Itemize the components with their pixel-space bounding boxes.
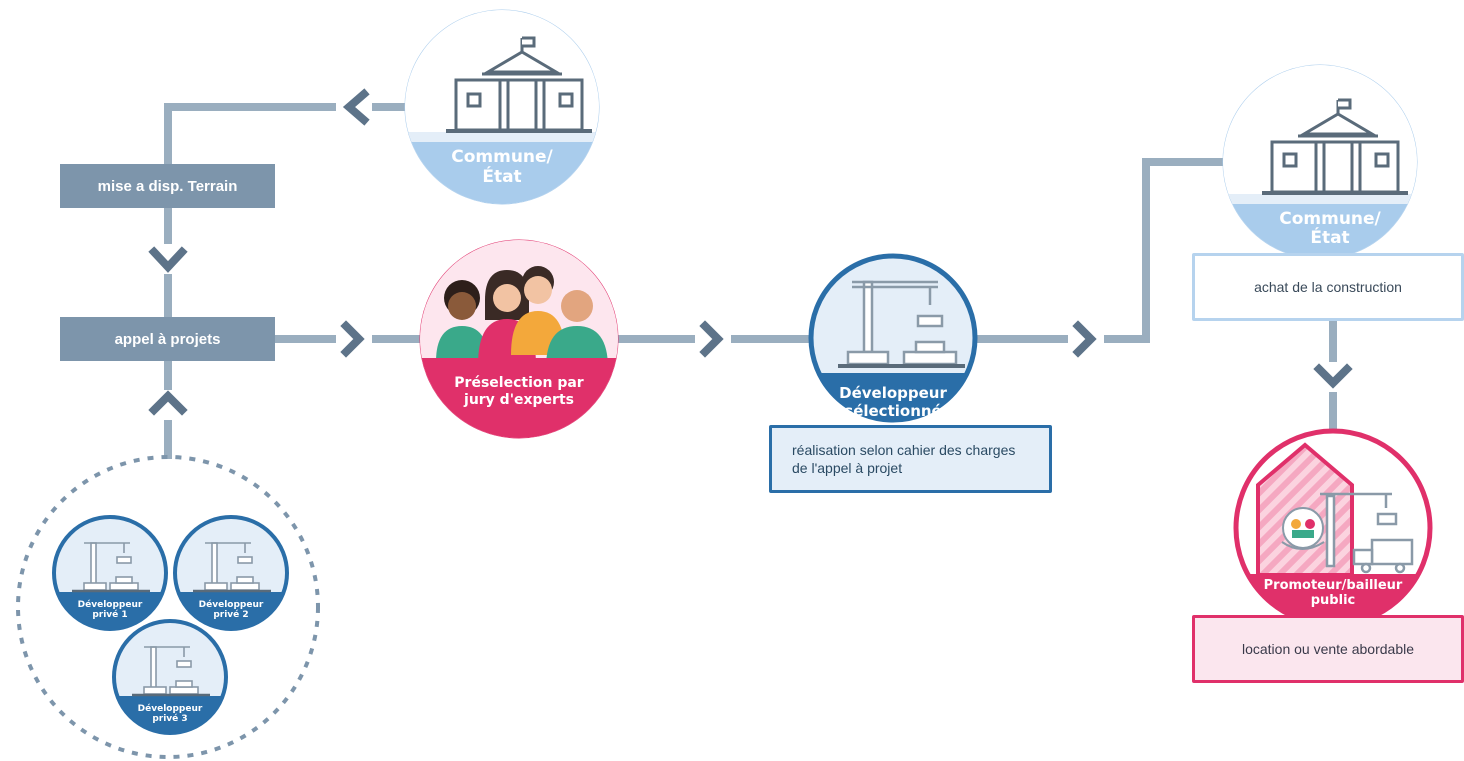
preselection-jury-node: Préselection par jury d'experts: [419, 239, 619, 439]
preselection-label-line2: jury d'experts: [463, 392, 574, 408]
prive3-label-line1: Développeur: [138, 703, 203, 714]
realisation-label: réalisation selon cahier des charges de …: [792, 442, 1016, 476]
crane-icon: [193, 542, 271, 593]
connector-developpeur-to-commune: [977, 158, 1223, 343]
crane-truck-icon: [1320, 492, 1414, 574]
mise-a-disposition-terrain-box: mise a disp. Terrain: [60, 164, 275, 208]
achat-construction-box: achat de la construction: [1192, 253, 1464, 321]
chevron-up-icon: [148, 390, 188, 420]
location-label: location ou vente abordable: [1241, 641, 1415, 657]
chevron-down-icon: [1313, 362, 1353, 392]
chevron-right-icon: [695, 320, 731, 358]
developpeur-label-line2: sélectionné: [844, 402, 941, 420]
town-hall-icon: [1262, 98, 1408, 195]
promoteur-label-line2: public: [1311, 593, 1355, 608]
crane-icon: [132, 646, 210, 697]
developpeur-selectionne-node: Développeur sélectionné: [808, 253, 978, 423]
crane-icon: [72, 542, 150, 593]
appel-a-projets-label: appel à projets: [114, 330, 221, 348]
town-hall-icon: [446, 36, 592, 133]
promoteur-bailleur-node: Promoteur/bailleur public: [1233, 428, 1433, 628]
crane-icon: [838, 280, 965, 368]
prive2-label-line2: privé 2: [213, 609, 248, 620]
realisation-box: réalisation selon cahier des charges de …: [769, 425, 1052, 493]
commune-label-line2: État: [482, 165, 521, 187]
commune-etat-node-top: Commune/ État: [404, 9, 600, 205]
connector-lines: [164, 103, 1337, 459]
location-vente-box: location ou vente abordable: [1192, 615, 1464, 683]
achat-label: achat de la construction: [1254, 279, 1402, 295]
developpeur-prive-3-node: Développeur privé 3: [112, 619, 228, 735]
commune-label-line2: État: [1310, 226, 1349, 248]
developpeur-label-line1: Développeur: [839, 384, 947, 402]
mise-a-disposition-label: mise a disp. Terrain: [97, 177, 238, 195]
chevron-right-icon: [1068, 320, 1104, 358]
developpeur-prive-1-node: Développeur privé 1: [52, 515, 168, 631]
commune-etat-node-right: Commune/ État: [1222, 64, 1418, 260]
promoteur-label-line1: Promoteur/bailleur: [1264, 578, 1403, 593]
jury-people-icon: [420, 240, 618, 438]
preselection-label-line1: Préselection par: [454, 375, 584, 391]
prive1-label-line2: privé 1: [92, 609, 127, 620]
commune-label-line1: Commune/: [451, 147, 553, 167]
prive3-label-line2: privé 3: [152, 713, 187, 724]
family-hand-icon: [1281, 507, 1325, 550]
prive1-label-line1: Développeur: [78, 599, 143, 610]
chevron-down-icon: [148, 244, 188, 274]
commune-label-line1: Commune/: [1279, 209, 1381, 229]
prive2-label-line1: Développeur: [199, 599, 264, 610]
appel-a-projets-box: appel à projets: [60, 317, 275, 361]
chevron-right-icon: [336, 320, 372, 358]
developer-pool-outline: [16, 455, 320, 759]
developpeur-prive-2-node: Développeur privé 2: [173, 515, 289, 631]
chevron-left-icon: [336, 88, 372, 126]
connector-commune-to-appel: [164, 103, 418, 445]
